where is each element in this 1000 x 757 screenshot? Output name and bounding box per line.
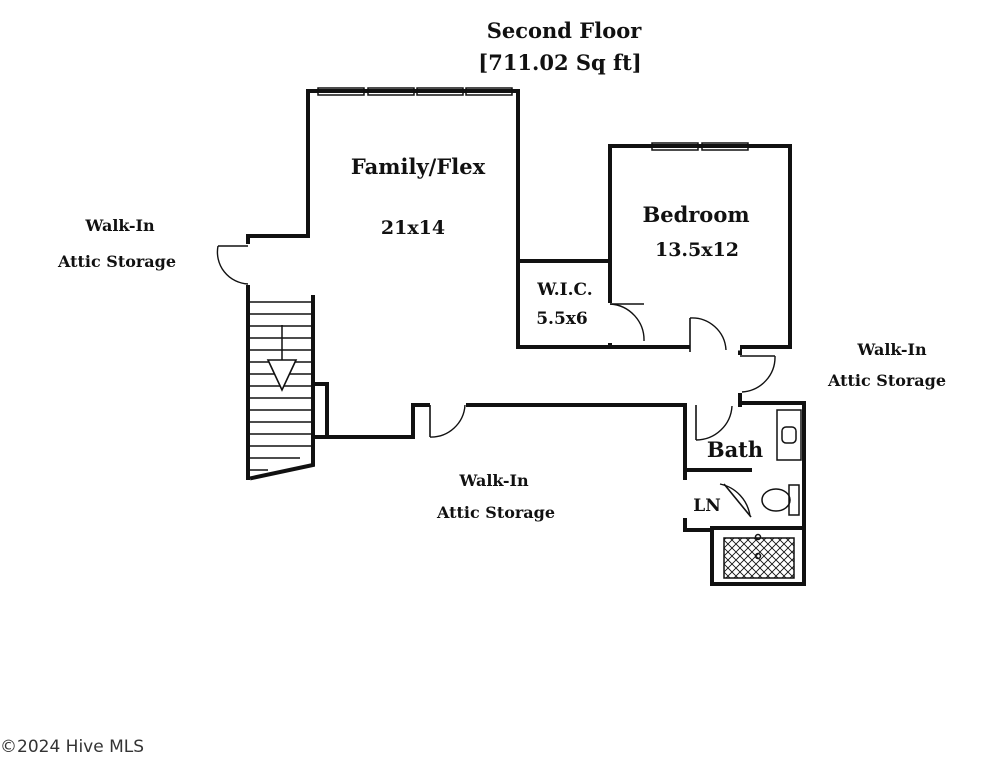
exterior-walls [246, 89, 806, 586]
toilet-icon [761, 488, 791, 512]
bath-fixtures [723, 409, 802, 579]
attic-left-line2: Attic Storage [57, 252, 176, 271]
bedroom-name: Bedroom [642, 202, 749, 227]
bath-name: Bath [707, 437, 763, 462]
attic-right-line1: Walk-In [856, 340, 927, 359]
copyright-notice: ©2024 Hive MLS [0, 737, 145, 757]
attic-bottom-line2: Attic Storage [436, 503, 555, 522]
attic-bottom-line1: Walk-In [458, 471, 529, 490]
family-flex-name: Family/Flex [351, 154, 486, 179]
doors [216, 244, 776, 518]
stair-down-arrow-icon [266, 359, 298, 392]
windows [317, 87, 749, 151]
floor-area: [711.02 Sq ft] [478, 50, 641, 75]
wic-dims: 5.5x6 [536, 309, 588, 329]
attic-left-line1: Walk-In [84, 216, 155, 235]
sink-icon [776, 409, 802, 461]
linen-name: LN [693, 496, 721, 516]
floor-title: Second Floor [487, 18, 642, 43]
family-flex-dims: 21x14 [381, 217, 445, 239]
bedroom-dims: 13.5x12 [655, 239, 739, 261]
wic-name: W.I.C. [536, 280, 592, 300]
attic-right-line2: Attic Storage [827, 371, 946, 390]
